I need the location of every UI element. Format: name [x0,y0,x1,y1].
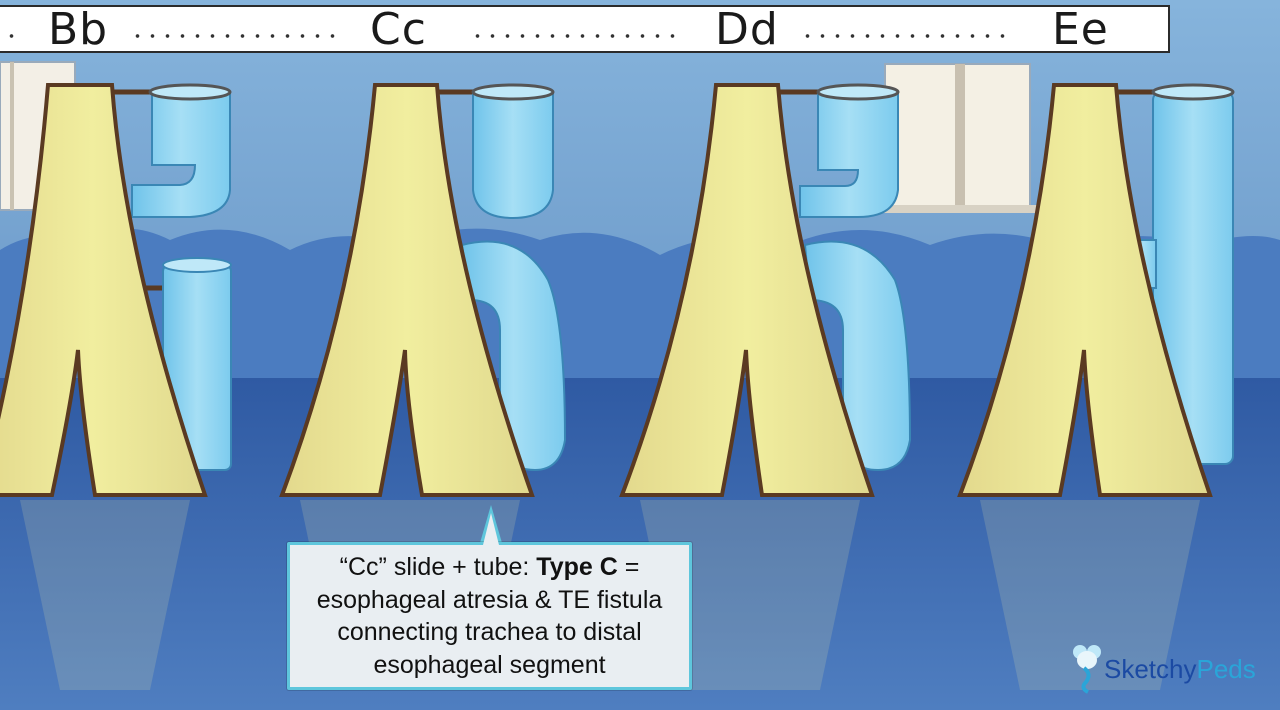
caption-callout: “Cc” slide + tube: Type C = esophageal a… [287,542,692,690]
sketchypeds-logo: SketchyPeds [1070,640,1270,694]
caption-suffix: = esophageal atresia & TE fistula connec… [316,553,663,679]
letter-bb: Bb [48,4,109,55]
slide-structure-ee [957,83,1235,497]
callout-pointer-fill [483,513,499,545]
alphabet-banner [0,5,1170,53]
letter-cc: Cc [370,4,427,55]
logo-wordmark: SketchyPeds [1104,654,1256,684]
alphabet-letters: Bb Cc Dd Ee [0,4,1280,55]
caption-prefix: “Cc” slide + tube: [339,553,537,581]
window-right [878,63,1038,213]
slide-structure-bb [0,83,232,497]
logo-part2: Peds [1196,654,1256,684]
dots-divider [800,34,1015,38]
dots-divider [470,34,680,38]
dots-divider [130,34,345,38]
slide-structure-cc [279,83,567,497]
koala-icon [1073,645,1101,694]
dots-divider [4,34,24,38]
hills [0,228,1280,380]
logo-part1: Sketchy [1104,654,1197,684]
caption-bold-term: Type C [536,553,618,581]
letter-dd: Dd [715,4,779,55]
caption-text: “Cc” slide + tube: Type C = esophageal a… [290,551,689,681]
letter-ee: Ee [1052,4,1109,55]
slide-structure-dd [619,83,912,497]
